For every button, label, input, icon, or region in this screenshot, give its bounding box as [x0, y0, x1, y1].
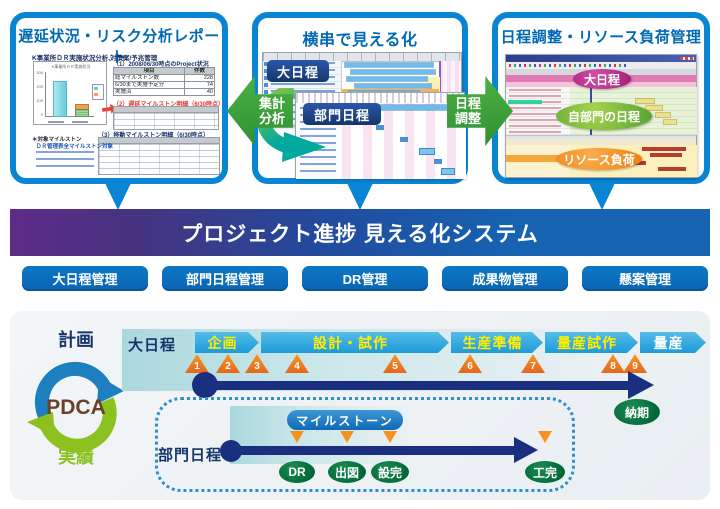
gantt-bar: [346, 105, 458, 110]
milestone-pill: マイルストーン: [287, 410, 403, 430]
gantt-task-block: [442, 169, 454, 174]
project-status-table: 項目 件数 総マイルストン数 228 6/30まで実施予定分 74 実施済 40: [113, 67, 215, 96]
own-dept-schedule-oval: 自部門の日程: [556, 102, 652, 130]
toolbar-icons: [509, 64, 629, 67]
gantt-task-block: [376, 125, 384, 130]
table-header: [114, 107, 218, 113]
report-note: ＤＲ管理表全マイルストン対象: [36, 144, 114, 150]
actual-arc-icon: [40, 397, 117, 453]
table-header: [99, 138, 219, 144]
phase-mass-production: 量産: [640, 332, 706, 353]
note-text-streak: [36, 151, 94, 171]
delivery-date-oval: 納期: [614, 399, 660, 425]
x-label-streak: [48, 121, 64, 123]
plan-arc-icon: [34, 361, 112, 419]
table3-title: （3）移動マイルストン明細（6/30時点）: [98, 133, 210, 139]
nav-button-dept-schedule[interactable]: 部門日程管理: [162, 266, 288, 291]
bar-remaining: [76, 105, 88, 110]
nav-button-issues[interactable]: 懸案管理: [582, 266, 708, 291]
gantt-bar: [355, 84, 431, 88]
window-controls-icon: [680, 57, 694, 60]
crosscut-panel-title: 横串で見える化: [302, 32, 418, 49]
major-schedule-label: 大日程: [128, 337, 177, 354]
gantt-bar: [656, 113, 670, 117]
major-timeline: [205, 381, 630, 390]
resource-load-oval: リソース負荷: [556, 148, 642, 170]
mini-chart-title: K事業所ＤＲ実施状況: [51, 64, 91, 69]
task-icons-column: [264, 62, 268, 124]
report-note: ＊対象マイルストン: [32, 137, 82, 143]
gantt-bar: [636, 99, 654, 103]
moved-milestones-table: [98, 137, 220, 175]
legend-chip: [94, 87, 98, 90]
adjust-panel-title: 日程調整・リソース負荷管理: [500, 29, 702, 46]
major-schedule-badge: 大日程: [267, 60, 329, 82]
gantt-bar: [664, 120, 676, 124]
report-panel-title: 遅延状況・リスク分析レポート: [18, 28, 220, 66]
phase-production-prep: 生産準備: [451, 332, 543, 353]
system-banner-title: プロジェクト進捗 見える化システム: [181, 222, 539, 246]
gantt-grid: [342, 103, 466, 179]
bubble-tail-icon: [589, 183, 615, 210]
bubble-tail-icon: [347, 183, 373, 210]
major-schedule-oval: 大日程: [573, 69, 631, 89]
app-titlebar: [506, 55, 696, 62]
work-complete-oval: 工完: [525, 461, 565, 483]
system-banner: プロジェクト進捗 見える化システム: [10, 209, 710, 256]
load-bar: [642, 147, 686, 151]
bar-total: [54, 82, 66, 116]
mini-chart-legend: [92, 84, 104, 100]
arrow-label-line: 日程: [454, 96, 481, 111]
dept-schedule-dotted-box: [155, 397, 575, 492]
load-bar: [658, 167, 686, 171]
dept-schedule-label: 部門日程: [158, 447, 223, 464]
pdca-cycle: 計画 PDCA 実績: [27, 329, 124, 467]
pdca-label: PDCA: [46, 396, 106, 419]
horizontal-scrollbar: [506, 135, 696, 140]
phase-design-prototype: 設計・試作: [261, 332, 449, 353]
mini-chart-plot: [45, 72, 94, 117]
gantt-bar: [347, 77, 427, 81]
nav-button-deliverables[interactable]: 成果物管理: [442, 266, 568, 291]
selected-cell: [508, 100, 542, 104]
actual-arrowhead-icon: [27, 412, 55, 437]
phase-mass-prod-trial: 量産試作: [545, 332, 638, 353]
arrow-label-line: 分析: [258, 111, 285, 126]
bubble-tail-icon: [105, 183, 131, 210]
report-mini-bar-chart: K事業所ＤＲ実施状況 300 200 100 0: [33, 61, 107, 125]
overloaded-row: [506, 155, 570, 162]
actual-label: 実績: [58, 446, 94, 467]
plan-label: 計画: [58, 329, 94, 350]
arrow-label-line: 調整: [454, 111, 481, 126]
arrow-label-line: 集計: [258, 96, 285, 111]
phase-planning: 企画: [195, 332, 259, 353]
gantt-bar: [351, 70, 435, 74]
bar-done: [76, 110, 88, 116]
task-text-streaks: [509, 89, 561, 133]
gantt-task-block: [420, 149, 434, 154]
gantt-task-block: [400, 137, 408, 142]
report-subtitle: K事業所ＤＲ実施状況分析,対策案/予兆管理: [32, 55, 158, 62]
dept-schedule-badge: 部門日程: [303, 103, 381, 125]
gantt-bar: [646, 106, 662, 110]
design-complete-oval: 設完: [371, 461, 409, 483]
legend-chip: [94, 93, 98, 96]
dept-timeline: [231, 446, 516, 455]
load-bar: [650, 153, 682, 157]
nav-button-major-schedule[interactable]: 大日程管理: [22, 266, 148, 291]
gantt-bar: [345, 63, 433, 67]
nav-button-dr[interactable]: DR管理: [302, 266, 428, 291]
dr-milestone-oval: DR: [279, 461, 315, 483]
x-label-streak: [72, 121, 88, 123]
table2-title: （2）遅延マイルストン明細（6/30時点）: [113, 102, 225, 108]
table1-title: （1）2008/06/30時点のProject状況: [113, 62, 209, 68]
gantt-task-block: [434, 159, 442, 164]
plan-arrowhead-icon: [97, 376, 124, 404]
delayed-milestones-table: [113, 106, 219, 130]
drawing-release-oval: 出図: [328, 461, 366, 483]
gantt-timescale: [263, 53, 461, 62]
